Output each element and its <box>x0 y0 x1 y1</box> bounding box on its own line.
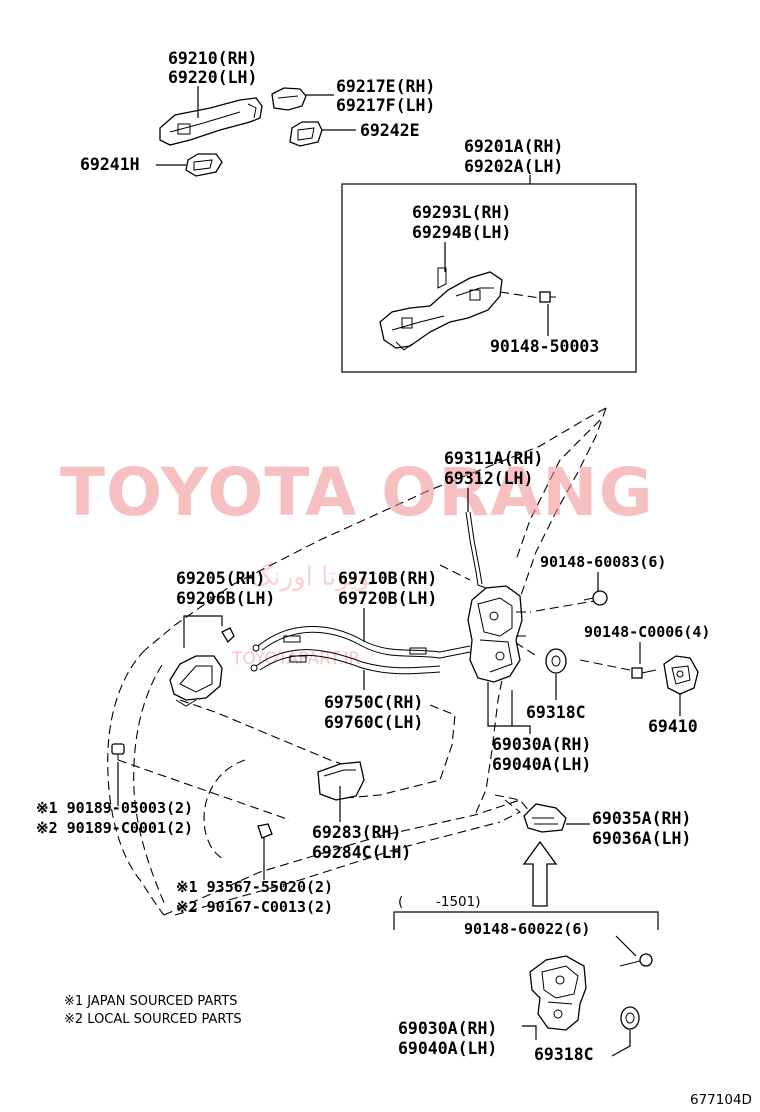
label-90148-50003: 90148-50003 <box>490 337 599 356</box>
bolt-90148-50003 <box>539 291 556 303</box>
leader-69205 <box>183 615 223 648</box>
leader-90148-60022 <box>615 935 637 957</box>
watermark-main: TOYOTA ORANG <box>60 454 654 531</box>
cover-69283 <box>317 761 365 801</box>
watermark-url: TOYOTAPART.IR <box>231 649 361 669</box>
washer-69318c <box>545 648 567 674</box>
up-arrow-icon <box>522 840 558 907</box>
label-69217f-lh: 69217F(LH) <box>336 96 435 115</box>
label-69040a-lh: 69040A(LH) <box>492 755 591 774</box>
label-69311a-rh: 69311A(RH) <box>444 449 543 468</box>
handle-frame-part <box>379 267 503 351</box>
leader-69318c-b <box>611 1030 631 1057</box>
label-69201a-rh: 69201A(RH) <box>464 137 563 156</box>
screw-90148-c0006 <box>631 667 657 679</box>
label-69220-lh: 69220(LH) <box>168 68 257 87</box>
label-90148-c0006: 90148-C0006(4) <box>584 623 710 641</box>
door-lock-assembly <box>467 585 526 683</box>
door-lock-detail <box>529 955 587 1031</box>
clip-69205 <box>221 627 235 644</box>
label-range-open: ( <box>398 894 403 910</box>
label-69318c-b: 69318C <box>534 1045 594 1064</box>
label-69217e-rh: 69217E(RH) <box>336 77 435 96</box>
note-local-sourced: ※2 LOCAL SOURCED PARTS <box>64 1012 242 1027</box>
label-69040a-lh-b: 69040A(LH) <box>398 1039 497 1058</box>
label-69241h: 69241H <box>80 155 140 174</box>
outside-handle-part <box>159 97 263 146</box>
label-69312-lh: 69312(LH) <box>444 469 533 488</box>
label-69760c-lh: 69760C(LH) <box>324 713 423 732</box>
leader-69030a <box>487 682 531 734</box>
bolt-guide <box>499 291 541 299</box>
label-69206b-lh: 69206B(LH) <box>176 589 275 608</box>
label-90148-60022: 90148-60022(6) <box>464 920 590 938</box>
bracket-69035a <box>523 803 567 833</box>
frame-assembly-box <box>341 183 637 373</box>
clip-90189 <box>111 743 125 760</box>
label-69283-rh: 69283(RH) <box>312 823 401 842</box>
label-69293l-rh: 69293L(RH) <box>412 203 511 222</box>
washer-69318c-b <box>620 1006 640 1030</box>
label-69720b-lh: 69720B(LH) <box>338 589 437 608</box>
label-69035a-rh: 69035A(RH) <box>592 809 691 828</box>
label-90148-60083: 90148-60083(6) <box>540 553 666 571</box>
label-69294b-lh: 69294B(LH) <box>412 223 511 242</box>
watermark: TOYOTA ORANG تویوتا اورنگ TOYOTAPART.IR <box>60 454 654 669</box>
label-69284c-lh: 69284C(LH) <box>312 843 411 862</box>
range-bracket <box>393 911 659 930</box>
inside-handle-part <box>169 655 223 707</box>
leader-69030a-b <box>522 1025 537 1040</box>
handle-pad-lower-part <box>185 153 223 177</box>
label-69410: 69410 <box>648 717 698 736</box>
label-69242e: 69242E <box>360 121 420 140</box>
label-69202a-lh: 69202A(LH) <box>464 157 563 176</box>
label-69036a-lh: 69036A(LH) <box>592 829 691 848</box>
label-range-end: -1501) <box>436 894 481 910</box>
lock-cable-part <box>250 625 471 675</box>
label-90167-c0013: ※2 90167-C0013(2) <box>176 898 333 916</box>
label-69318c: 69318C <box>526 703 586 722</box>
screw-93567 <box>257 823 273 839</box>
striker-69410 <box>663 655 699 695</box>
label-90189-05003: ※1 90189-05003(2) <box>36 799 193 817</box>
label-69710b-rh: 69710B(RH) <box>338 569 437 588</box>
label-69030a-rh: 69030A(RH) <box>492 735 591 754</box>
handle-cap-part <box>271 87 307 111</box>
label-90189-c0001: ※2 90189-C0001(2) <box>36 819 193 837</box>
watermark-arabic: تویوتا اورنگ <box>250 561 378 592</box>
label-69750c-rh: 69750C(RH) <box>324 693 423 712</box>
label-69030a-rh-b: 69030A(RH) <box>398 1019 497 1038</box>
note-japan-sourced: ※1 JAPAN SOURCED PARTS <box>64 994 238 1009</box>
label-69210-rh: 69210(RH) <box>168 49 257 68</box>
screw-90148-60083 <box>583 590 608 606</box>
label-69205-rh: 69205(RH) <box>176 569 265 588</box>
diagram-code: 677104D <box>690 1092 752 1108</box>
label-93567-55020: ※1 93567-55020(2) <box>176 878 333 896</box>
screw-90148-60022 <box>619 953 653 967</box>
handle-pad-part <box>289 121 323 147</box>
